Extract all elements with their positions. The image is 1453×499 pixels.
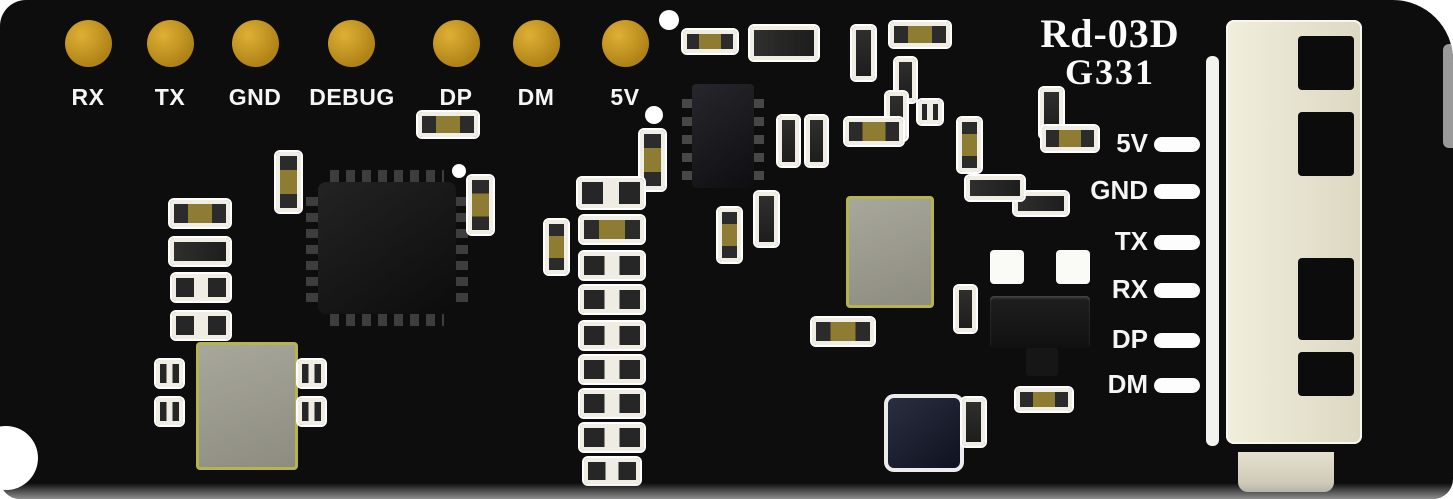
pad-label-dm: DM [517, 84, 555, 110]
smd-capacitor [576, 176, 646, 210]
smd-resistor [1040, 124, 1100, 153]
smd-capacitor [753, 190, 780, 248]
gold-pad-5v [602, 20, 649, 67]
smd-capacitor [578, 388, 646, 419]
pin-label-dp: DP [1111, 324, 1148, 354]
gold-pad-debug [328, 20, 375, 67]
pad-label-dp: DP [439, 84, 473, 110]
mcu-pins-top [330, 170, 444, 182]
smd-capacitor [964, 174, 1026, 202]
connector-slot [1298, 36, 1354, 90]
pin-solder-tx [1154, 235, 1200, 250]
metal-module [846, 196, 934, 308]
fiducial-dot [659, 10, 679, 30]
smd-capacitor [170, 310, 232, 341]
pin-solder-rx [1154, 283, 1200, 298]
pin1-marker-dot [452, 164, 466, 178]
gold-pad-tx [147, 20, 194, 67]
board-edge-shadow [1443, 44, 1453, 148]
smd-resistor [543, 218, 570, 276]
solder-square [296, 358, 327, 389]
smd-capacitor [804, 114, 829, 168]
sop-legs-right [754, 94, 764, 180]
board-title-line2: G331 [1064, 52, 1155, 92]
metal-module [196, 342, 298, 470]
smd-capacitor [582, 456, 642, 486]
pin-solder-dp [1154, 333, 1200, 348]
pad-label-debug: DEBUG [309, 84, 395, 110]
board-title-line1: Rd-03D [1040, 11, 1180, 56]
connector-slot [1298, 112, 1354, 176]
smd-resistor [578, 214, 646, 245]
connector-slot [1298, 258, 1354, 340]
smd-resistor [956, 116, 983, 174]
pin-solder-5v [1154, 137, 1200, 152]
smd-resistor [716, 206, 743, 264]
gold-pad-dm [513, 20, 560, 67]
connector-silkscreen-outline [1206, 56, 1219, 446]
pin-label-5v: 5V [1116, 128, 1148, 158]
pin-solder-dm [1154, 378, 1200, 393]
sop-legs-left [682, 94, 692, 180]
smd-resistor [1014, 386, 1074, 413]
smd-resistor [681, 28, 739, 55]
smd-resistor [888, 20, 952, 49]
smd-resistor [810, 316, 876, 347]
smd-capacitor [578, 422, 646, 453]
smd-capacitor [578, 354, 646, 385]
usb-ic-chip [884, 394, 964, 472]
smd-capacitor [578, 320, 646, 351]
mcu-chip [318, 182, 456, 314]
smd-capacitor [850, 24, 877, 82]
solder-square [154, 396, 185, 427]
gold-pad-dp [433, 20, 480, 67]
mcu-pins-left [306, 194, 318, 302]
pin-label-rx: RX [1111, 274, 1148, 304]
gold-pad-rx [65, 20, 112, 67]
pad-label-5v: 5V [610, 84, 640, 110]
pin-label-gnd: GND [1090, 175, 1148, 205]
smd-capacitor [953, 284, 978, 334]
smd-resistor [168, 198, 232, 229]
solder-square [154, 358, 185, 389]
smd-capacitor [748, 24, 820, 62]
smd-capacitor [776, 114, 801, 168]
pad-label-rx: RX [71, 84, 105, 110]
solder-square [990, 250, 1024, 284]
pad-label-gnd: GND [228, 84, 282, 110]
smd-resistor [416, 110, 480, 139]
solder-square [1056, 250, 1090, 284]
photo-floor-shadow [0, 483, 1453, 499]
sop-ic-chip [692, 84, 754, 188]
gold-pad-gnd [232, 20, 279, 67]
connector-slot [1298, 352, 1354, 396]
smd-resistor [843, 116, 905, 147]
regulator-tab [1026, 348, 1058, 376]
smd-capacitor [578, 284, 646, 315]
pad-label-tx: TX [154, 84, 186, 110]
board-title: Rd-03D G331 [1012, 11, 1208, 92]
regulator-chip [990, 296, 1090, 348]
mcu-pins-bottom [330, 314, 444, 326]
solder-square [296, 396, 327, 427]
fiducial-dot [645, 106, 663, 124]
smd-capacitor [170, 272, 232, 303]
pin-label-dm: DM [1107, 369, 1148, 399]
smd-resistor [466, 174, 495, 236]
pin-label-tx: TX [1114, 226, 1148, 256]
smd-capacitor [168, 236, 232, 267]
smd-capacitor [916, 98, 944, 126]
mcu-pins-right [456, 194, 468, 302]
smd-resistor [274, 150, 303, 214]
smd-capacitor [960, 396, 987, 448]
smd-capacitor [578, 250, 646, 281]
pin-solder-gnd [1154, 184, 1200, 199]
